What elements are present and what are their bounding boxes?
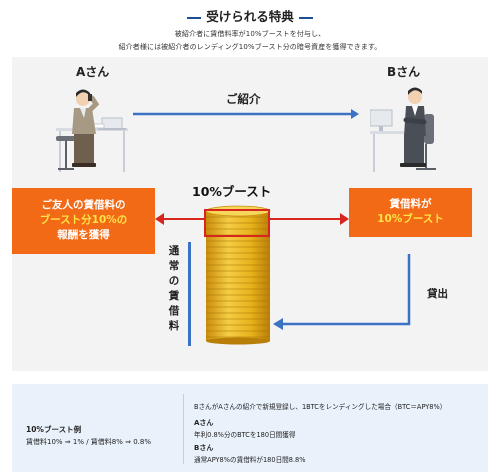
description-line-2: 紹介者様には被紹介者のレンディング10%ブースト分の暗号資産を獲得できます。 — [118, 43, 382, 51]
boost-box-line-2: 10%ブースト — [377, 213, 444, 225]
title-dash-right — [298, 16, 313, 19]
reward-box: ご友人の賃借料の ブースト分10%の 報酬を獲得 — [12, 188, 155, 254]
reward-box-line-2: ブースト分10%の — [39, 214, 128, 226]
example-condition: BさんがAさんの紹介で新規登録し、1BTCをレンディングした場合（BTC＝APY… — [194, 403, 447, 411]
example-panel — [12, 384, 488, 472]
title-dash-left — [187, 16, 202, 19]
coin-stack — [205, 205, 271, 345]
section-title: 受けられる特典 — [0, 6, 500, 25]
boost-highlight-frame — [204, 209, 270, 237]
example-b-text: 通常APY8%の賃借料が180日間8.8% — [194, 456, 306, 464]
referral-arrow — [133, 109, 359, 119]
description-line-1: 被紹介者に賃借料率が10%ブーストを付与し、 — [174, 30, 326, 38]
example-a-text: 年利0.8%分のBTCを180日間獲得 — [194, 431, 296, 439]
referral-label: ご紹介 — [226, 92, 261, 106]
reward-box-line-3: 報酬を獲得 — [57, 229, 110, 241]
example-formula: 賃借料10% ⇒ 1% / 賃借料8% ⇒ 0.8% — [26, 438, 151, 446]
example-a-title: Aさん — [194, 419, 214, 427]
section-title-text: 受けられる特典 — [206, 9, 294, 24]
example-b-title: Bさん — [194, 444, 214, 452]
person-b-label: Bさん — [387, 65, 421, 79]
example-title: 10%ブースト例 — [26, 425, 82, 434]
lending-label: 貸出 — [427, 288, 448, 300]
boost-box: 賃借料が 10%ブースト — [349, 188, 472, 237]
boost-title: 10%ブースト — [192, 184, 272, 199]
person-a-illustration — [56, 89, 128, 172]
normal-rate-bar — [188, 242, 191, 346]
example-divider — [183, 394, 184, 464]
person-b-illustration — [370, 87, 436, 172]
boost-box-line-1: 賃借料が — [389, 198, 432, 210]
lending-arrow — [273, 254, 411, 330]
reward-box-line-1: ご友人の賃借料の — [41, 199, 126, 211]
normal-rate-label: 通常の賃借料 — [168, 245, 180, 332]
person-a-label: Aさん — [76, 65, 110, 79]
